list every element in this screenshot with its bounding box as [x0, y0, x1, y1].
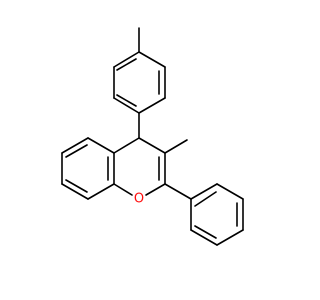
molecule-structure: O — [61, 27, 244, 246]
oxygen-atom-label: O — [134, 192, 144, 207]
bond-tolyl-3 — [113, 97, 140, 114]
bond-tolyl-3-inner — [116, 94, 137, 107]
bond-benzo-3 — [61, 183, 89, 200]
bond-benzo-3-inner — [65, 179, 88, 193]
bond-phenyl-4 — [216, 229, 244, 246]
bond-phenyl-1-inner — [194, 191, 217, 207]
bond-c4-c3 — [138, 137, 166, 154]
bond-benzo-5 — [61, 137, 89, 154]
bond-o-c8a — [113, 183, 133, 196]
bond-tolyl-4 — [138, 97, 166, 114]
bond-tolyl-6 — [138, 51, 166, 68]
bond-c4a-c4 — [113, 137, 140, 154]
bond-benzo-6 — [87, 137, 115, 154]
bond-phenyl-2 — [216, 183, 244, 200]
bond-phenyl-5-inner — [194, 225, 217, 239]
bond-c2-phenyl — [164, 183, 192, 200]
bond-phenyl-5 — [190, 229, 218, 246]
bond-benzo-5-inner — [65, 144, 88, 158]
bond-tolyl-1 — [113, 51, 140, 68]
bond-phenyl-1 — [190, 183, 218, 200]
bond-c2-o — [145, 183, 166, 196]
bond-tolyl-1-inner — [116, 58, 137, 71]
bonds — [61, 27, 244, 246]
bond-c3-methyl — [164, 139, 188, 154]
bond-benzo-2 — [87, 183, 115, 200]
